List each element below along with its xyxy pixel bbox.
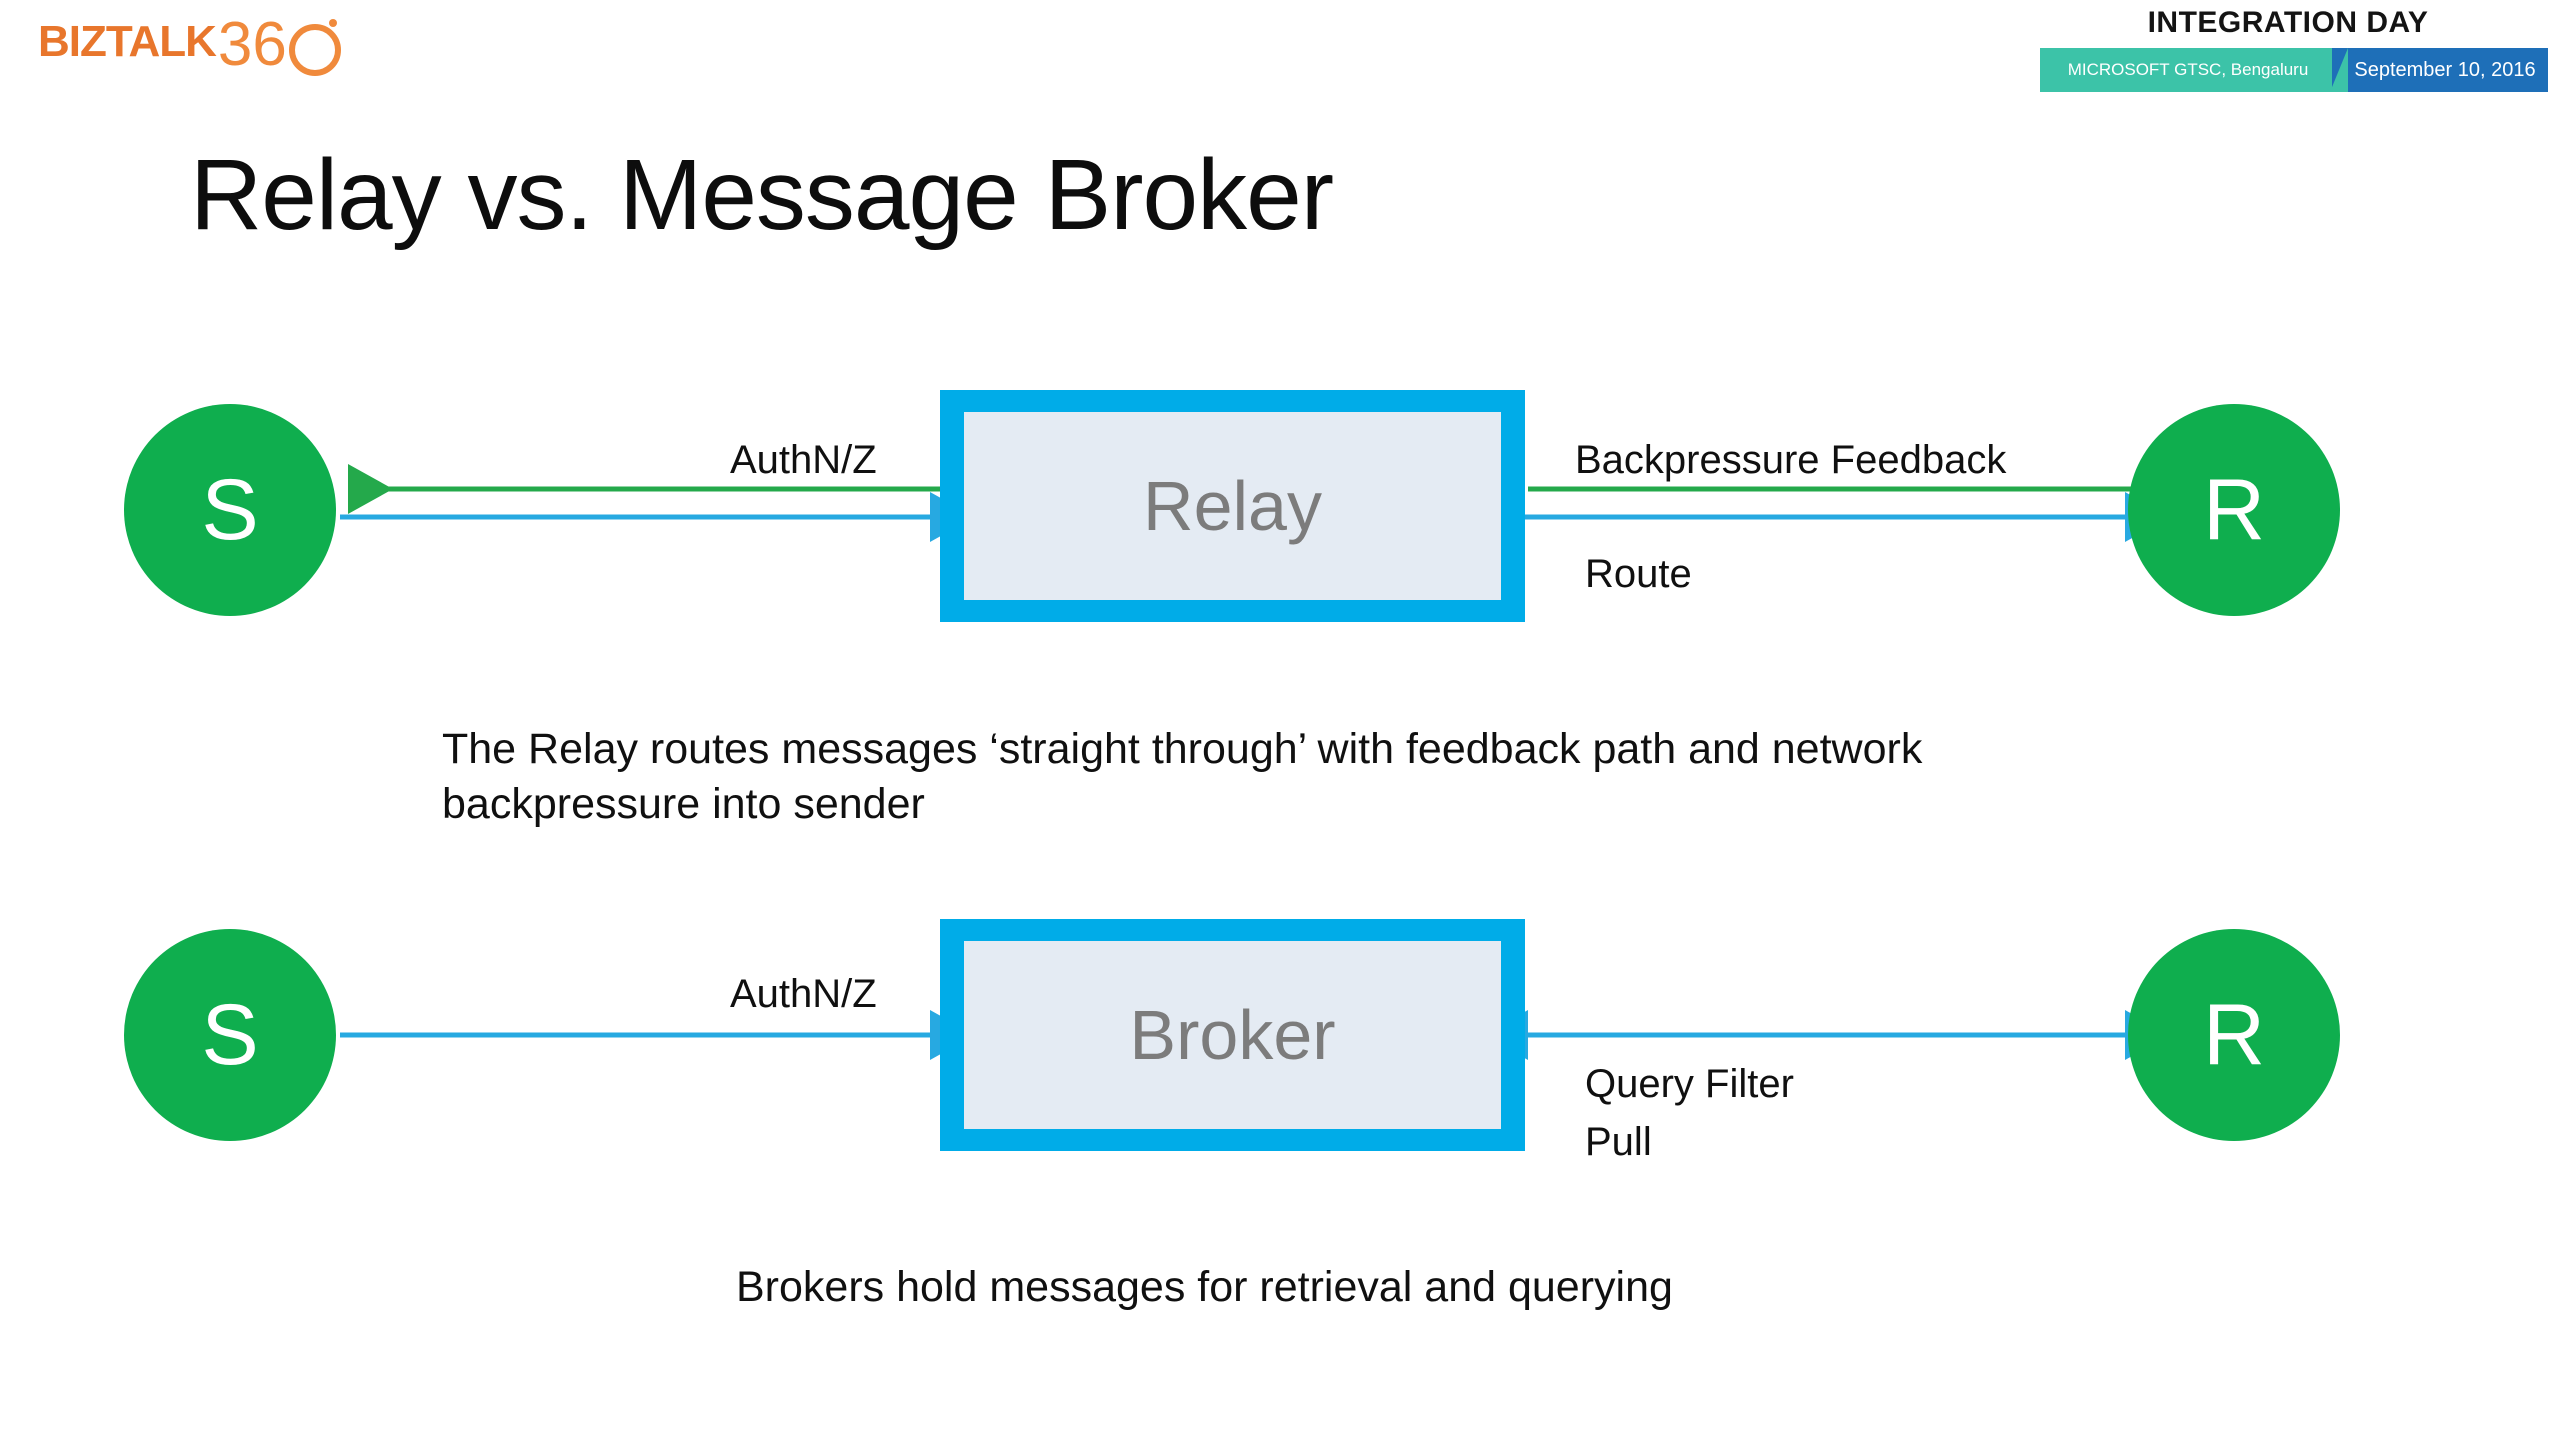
node-relay-box: Relay: [940, 390, 1525, 622]
label-text: Backpressure Feedback: [1575, 438, 2007, 482]
caption-relay: The Relay routes messages ‘straight thro…: [442, 722, 2142, 832]
event-info-bar: MICROSOFT GTSC, Bengaluru September 10, …: [2040, 48, 2548, 92]
node-receiver-broker: R: [2128, 929, 2340, 1141]
broker-box-label: Broker: [1129, 996, 1336, 1074]
event-title: INTEGRATION DAY: [2147, 6, 2429, 39]
label-broker-authnz: AuthN/Z: [730, 970, 877, 1018]
node-sender-relay: S: [124, 404, 336, 616]
label-relay-route: Route: [1585, 550, 1692, 598]
label-text: Query Filter: [1585, 1062, 1794, 1106]
label-relay-authnz: AuthN/Z: [730, 436, 877, 484]
caption-text: The Relay routes messages ‘straight thro…: [442, 725, 1923, 829]
circle-dot-icon: [288, 19, 341, 76]
node-receiver-relay: R: [2128, 404, 2340, 616]
node-broker-box: Broker: [940, 919, 1525, 1151]
caption-text: Brokers hold messages for retrieval and …: [736, 1263, 1673, 1311]
label-relay-backpressure: Backpressure Feedback: [1575, 436, 2006, 484]
label-text: AuthN/Z: [730, 438, 877, 482]
caption-broker: Brokers hold messages for retrieval and …: [736, 1260, 2136, 1315]
relay-box-label: Relay: [1143, 467, 1322, 545]
node-label: S: [201, 462, 259, 558]
event-date: September 10, 2016: [2332, 48, 2548, 92]
node-label: S: [201, 987, 259, 1083]
label-broker-query-filter: Query Filter: [1585, 1060, 1794, 1108]
event-badge: INTEGRATION DAY MICROSOFT GTSC, Bengalur…: [2028, 8, 2548, 92]
biztalk360-logo: BIZTALK 36: [38, 14, 341, 76]
node-sender-broker: S: [124, 929, 336, 1141]
logo-wordmark: BIZTALK: [38, 17, 217, 66]
node-label: R: [2202, 462, 2266, 558]
node-label: R: [2202, 987, 2266, 1083]
relay-box-inner: Relay: [964, 412, 1501, 600]
page-title: Relay vs. Message Broker: [190, 139, 1334, 251]
event-venue: MICROSOFT GTSC, Bengaluru: [2040, 48, 2348, 92]
label-text: Route: [1585, 552, 1692, 596]
logo-number: 36: [217, 10, 287, 79]
label-broker-pull: Pull: [1585, 1118, 1652, 1166]
broker-box-inner: Broker: [964, 941, 1501, 1129]
label-text: Pull: [1585, 1120, 1652, 1164]
label-text: AuthN/Z: [730, 972, 877, 1016]
